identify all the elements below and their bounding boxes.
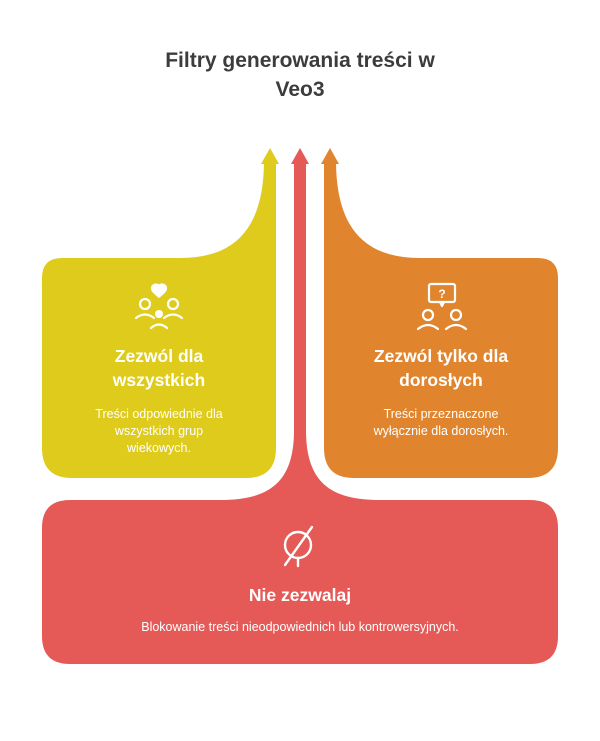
block-title: Nie zezwalaj [248,585,352,605]
allow-all-desc-line-3: wiekowych. [127,441,191,455]
allow-all-desc-line-1: Treści odpowiednie dla [95,407,223,421]
diagram-title-line-1: Filtry generowania treści w [165,49,435,72]
allow-adults-arrowhead [321,148,339,164]
allow-all-shape [42,160,276,478]
diagram-title-line-2: Veo3 [275,78,325,101]
block-description: Blokowanie treści nieodpowiednich lub ko… [141,620,459,634]
allow-adults-shape [324,160,558,478]
block-shape [42,160,558,664]
allow-all-desc-line-2: wszystkich grup [114,424,204,438]
allow-adults-desc-line-1: Treści przeznaczone [383,407,499,421]
allow-adults-title-line-1: Zezwól tylko dla [373,346,509,366]
allow-adults-option: Zezwól tylko dla dorosłych Treści przezn… [334,344,548,440]
block-arrowhead [291,148,309,164]
allow-all-arrowhead [261,148,279,164]
allow-all-description: Treści odpowiednie dla wszystkich grup w… [52,406,266,457]
allow-all-option: Zezwól dla wszystkich Treści odpowiednie… [52,344,266,457]
family-heart-icon [134,283,184,330]
allow-all-title-line-2: wszystkich [112,370,206,390]
blocked-icon [283,525,314,568]
allow-all-title: Zezwól dla wszystkich [52,344,266,392]
question-mark: ? [438,287,445,301]
allow-adults-title-line-2: dorosłych [399,370,483,390]
adults-question-icon [416,282,468,331]
block-option: Nie zezwalaj Blokowanie treści nieodpowi… [42,583,558,636]
diagram-title: Filtry generowania treści w Veo3 [0,46,600,104]
allow-adults-title: Zezwól tylko dla dorosłych [334,344,548,392]
allow-all-title-line-1: Zezwól dla [114,346,204,366]
allow-adults-desc-line-2: wyłącznie dla dorosłych. [373,424,509,438]
allow-adults-description: Treści przeznaczone wyłącznie dla dorosł… [334,406,548,440]
